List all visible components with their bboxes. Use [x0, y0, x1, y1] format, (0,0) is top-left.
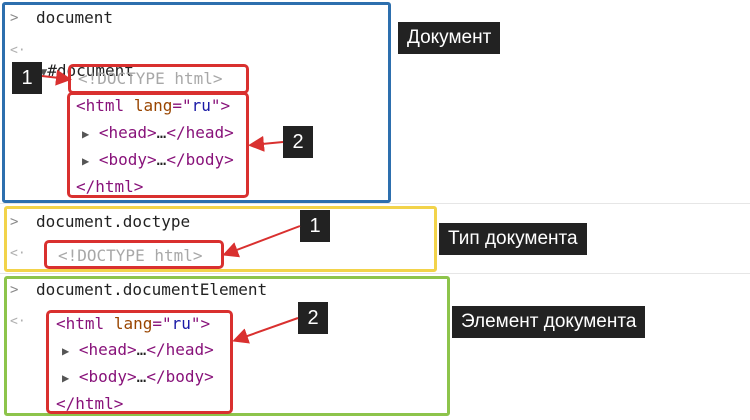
badge-2: 2 — [298, 302, 328, 334]
head-close-tag: </head> — [146, 340, 214, 359]
label-doctype: Тип документа — [439, 223, 587, 255]
lang-attribute: lang — [113, 314, 153, 333]
console-command-document-element[interactable]: document.documentElement — [36, 280, 268, 299]
body-close-tag: </body> — [166, 150, 234, 169]
html-element-highlight — [67, 92, 249, 198]
lang-attribute: lang — [133, 96, 173, 115]
body-open-tag: <body> — [78, 367, 137, 386]
label-document: Документ — [398, 22, 501, 54]
triangle-right-icon[interactable]: ▶ — [62, 344, 70, 358]
console-separator — [0, 203, 750, 204]
triangle-right-icon[interactable]: ▶ — [62, 371, 70, 385]
lang-value: ru — [171, 314, 191, 333]
console-command-doctype[interactable]: document.doctype — [36, 212, 191, 231]
return-arrow-icon: <· — [10, 246, 26, 261]
section-document-frame — [2, 2, 391, 203]
badge-1: 1 — [300, 210, 330, 242]
doctype-highlight — [68, 64, 249, 94]
html-open-node[interactable]: <html lang="ru"> — [56, 314, 210, 334]
return-arrow-icon: <· — [10, 43, 26, 58]
ellipsis: … — [136, 367, 147, 386]
head-open-tag: <head> — [78, 340, 137, 359]
doctype-result-text: <!DOCTYPE html> — [58, 246, 203, 265]
label-document-element: Элемент документа — [452, 306, 646, 338]
attr-equals: =" — [152, 314, 172, 333]
html-open-node[interactable]: <html lang="ru"> — [76, 96, 230, 116]
head-open-tag: <head> — [98, 123, 157, 142]
body-node[interactable]: ▶ <body>…</body> — [62, 367, 214, 388]
doctype-node[interactable]: <!DOCTYPE html> — [78, 69, 223, 89]
head-close-tag: </head> — [166, 123, 234, 142]
body-close-tag: </body> — [146, 367, 214, 386]
console-command-document[interactable]: document — [36, 8, 114, 27]
html-close-tag: </html> — [56, 394, 124, 413]
chevron-right-icon: > — [10, 214, 19, 230]
console-separator — [0, 273, 750, 274]
attr-close: "> — [210, 96, 231, 115]
chevron-right-icon: > — [10, 10, 19, 26]
head-node[interactable]: ▶ <head>…</head> — [82, 123, 234, 144]
triangle-right-icon[interactable]: ▶ — [82, 127, 90, 141]
section-document-element-frame — [4, 276, 450, 416]
return-arrow-icon: <· — [10, 314, 26, 329]
attr-close: "> — [190, 314, 211, 333]
triangle-right-icon[interactable]: ▶ — [82, 154, 90, 168]
attr-equals: =" — [172, 96, 192, 115]
section-doctype-frame — [4, 206, 437, 272]
badge-1: 1 — [12, 62, 42, 94]
chevron-right-icon: > — [10, 282, 19, 298]
body-open-tag: <body> — [98, 150, 157, 169]
body-node[interactable]: ▶ <body>…</body> — [82, 150, 234, 171]
lang-value: ru — [191, 96, 211, 115]
html-close-tag: </html> — [76, 177, 144, 196]
triangle-down-icon[interactable]: ▼ — [40, 65, 48, 79]
doctype-result[interactable]: <!DOCTYPE html> — [58, 246, 203, 266]
doctype-text: <!DOCTYPE html> — [78, 69, 223, 88]
html-open-tag: <html — [76, 96, 125, 115]
ellipsis: … — [156, 123, 167, 142]
doctype-result-highlight — [44, 240, 224, 269]
ellipsis: … — [156, 150, 167, 169]
document-element-highlight — [46, 310, 233, 414]
head-node[interactable]: ▶ <head>…</head> — [62, 340, 214, 361]
html-open-tag: <html — [56, 314, 105, 333]
badge-2: 2 — [283, 126, 313, 158]
ellipsis: … — [136, 340, 147, 359]
